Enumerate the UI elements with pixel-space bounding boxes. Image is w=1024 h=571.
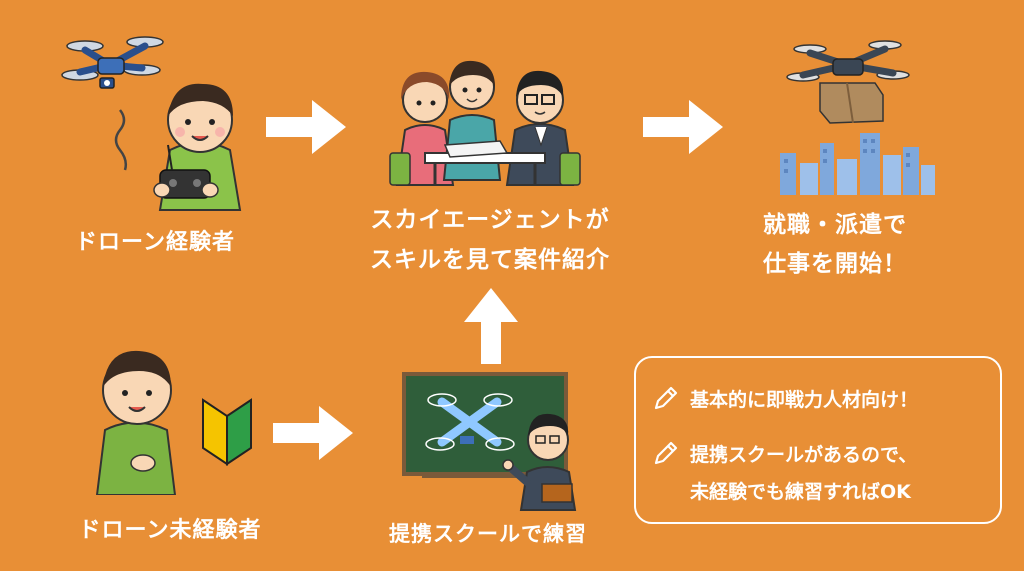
- delivery-city-illustration: [780, 40, 935, 195]
- note-line-3: 未経験でも練習すればOK: [690, 481, 911, 503]
- arrow-right-icon: [266, 100, 346, 154]
- city-icon: [780, 133, 935, 195]
- experienced-pilot-illustration: [61, 36, 242, 211]
- school-label: 提携スクールで練習: [389, 522, 587, 546]
- drone-icon: [61, 36, 164, 89]
- experienced-label: ドローン経験者: [75, 230, 235, 255]
- package-drone-icon: [786, 40, 910, 124]
- pencil-icon: [654, 441, 678, 465]
- job-label-line1: 就職・派遣で: [763, 212, 907, 238]
- pencil-icon: [654, 386, 678, 410]
- note-line-2: 提携スクールがあるので、: [690, 444, 918, 466]
- beginner-mark-icon: [202, 398, 252, 466]
- notes-box: [634, 356, 1002, 524]
- agent-consultation-illustration: [389, 60, 581, 186]
- arrow-right-icon: [273, 406, 353, 460]
- school-illustration: [402, 372, 577, 511]
- note-line-1: 基本的に即戦力人材向け！: [690, 389, 919, 411]
- agent-label-line1: スカイエージェントが: [370, 207, 610, 233]
- drone-icon: [425, 393, 515, 451]
- agent-label-line2: スキルを見て案件紹介: [370, 247, 610, 273]
- job-label-line2: 仕事を開始！: [763, 251, 907, 277]
- arrow-right-icon: [643, 100, 723, 154]
- novice-illustration: [95, 350, 252, 495]
- novice-label: ドローン未経験者: [78, 518, 262, 543]
- arrow-up-icon: [464, 288, 518, 364]
